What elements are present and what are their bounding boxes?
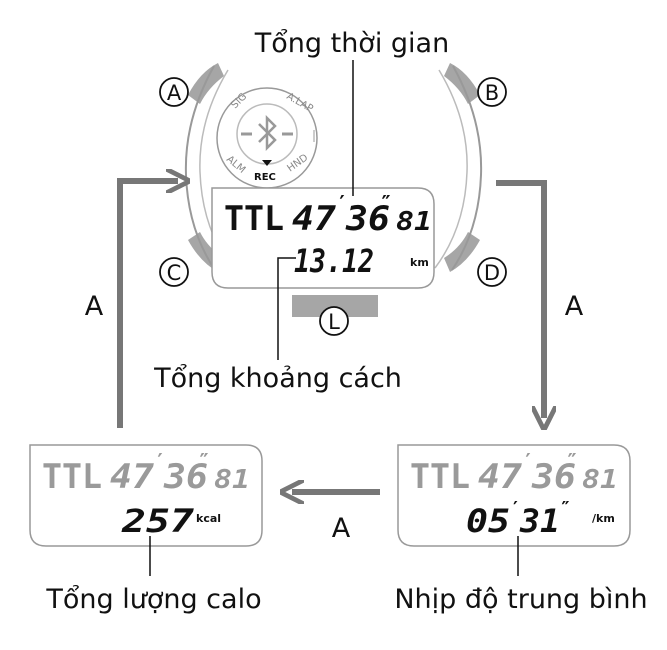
calorie-display-calories: 257 xyxy=(121,502,195,540)
main-display-minute-mark: ′ xyxy=(336,191,348,215)
calorie-display-unit: kcal xyxy=(196,512,221,525)
light-button-label: L xyxy=(328,310,340,334)
main-display-fraction: 81 xyxy=(396,207,432,237)
bezel-rec: REC xyxy=(254,172,276,183)
main-display-distance-unit: km xyxy=(410,256,429,269)
main-display: TTL 47 ′ 36 ″ 81 13.12 km xyxy=(211,187,435,289)
arrow-to-pace xyxy=(496,180,544,418)
main-display-prefix: TTL xyxy=(224,199,284,239)
label-total-calories: Tổng lượng calo xyxy=(45,584,261,615)
main-display-minutes: 47 xyxy=(292,199,337,239)
pace-display-pace-second-mark: ″ xyxy=(560,498,571,519)
light-button[interactable] xyxy=(292,295,378,317)
main-display-seconds: 36 xyxy=(345,199,390,239)
pace-display-prefix: TTL xyxy=(410,457,470,497)
pace-display-pace-seconds: 31 xyxy=(519,502,560,540)
calorie-display: TTL 47 ′ 36 ″ 81 257 kcal xyxy=(29,444,263,547)
transition-label-right: A xyxy=(565,291,584,322)
pace-display-pace-minute-mark: ′ xyxy=(510,498,521,519)
pace-display-minute-mark: ′ xyxy=(522,449,534,473)
calorie-display-prefix: TTL xyxy=(42,457,102,497)
bluetooth-icon xyxy=(258,114,277,152)
label-average-pace: Nhịp độ trung bình xyxy=(394,584,647,615)
main-display-second-mark: ″ xyxy=(380,191,392,215)
pace-display-seconds: 36 xyxy=(531,457,576,497)
label-total-time: Tổng thời gian xyxy=(254,28,449,59)
calorie-display-minute-mark: ′ xyxy=(154,449,166,473)
button-d-label: D xyxy=(484,261,500,285)
leader-total-distance xyxy=(277,257,296,360)
calorie-display-second-mark: ″ xyxy=(198,449,210,473)
calorie-display-fraction: 81 xyxy=(214,465,250,495)
main-display-distance: 13.12 xyxy=(294,242,374,280)
transition-label-left: A xyxy=(85,291,104,322)
label-total-distance: Tổng khoảng cách xyxy=(153,363,402,394)
button-b-label: B xyxy=(485,81,499,105)
pace-display-minutes: 47 xyxy=(478,457,523,497)
transition-label-bottom: A xyxy=(332,513,351,544)
bluetooth-dial: SIG A.LAP ALM HND REC xyxy=(216,87,318,189)
pace-display: TTL 47 ′ 36 ″ 81 05 ′ 31 ″ /km xyxy=(397,444,631,547)
pace-display-second-mark: ″ xyxy=(566,449,578,473)
calorie-display-seconds: 36 xyxy=(163,457,208,497)
rec-marker-icon xyxy=(262,160,272,166)
button-a-label: A xyxy=(167,81,182,105)
calorie-display-minutes: 47 xyxy=(110,457,155,497)
pace-display-fraction: 81 xyxy=(582,465,618,495)
pace-display-pace-minutes: 05 xyxy=(466,502,510,540)
arrow-to-main xyxy=(117,181,178,428)
button-labels: A B C D L xyxy=(159,77,507,336)
pace-display-unit: /km xyxy=(592,512,615,525)
watch-face: SIG A.LAP ALM HND REC TTL 47 ′ 36 ″ 81 1… xyxy=(184,63,483,317)
button-c-label: C xyxy=(167,261,182,285)
